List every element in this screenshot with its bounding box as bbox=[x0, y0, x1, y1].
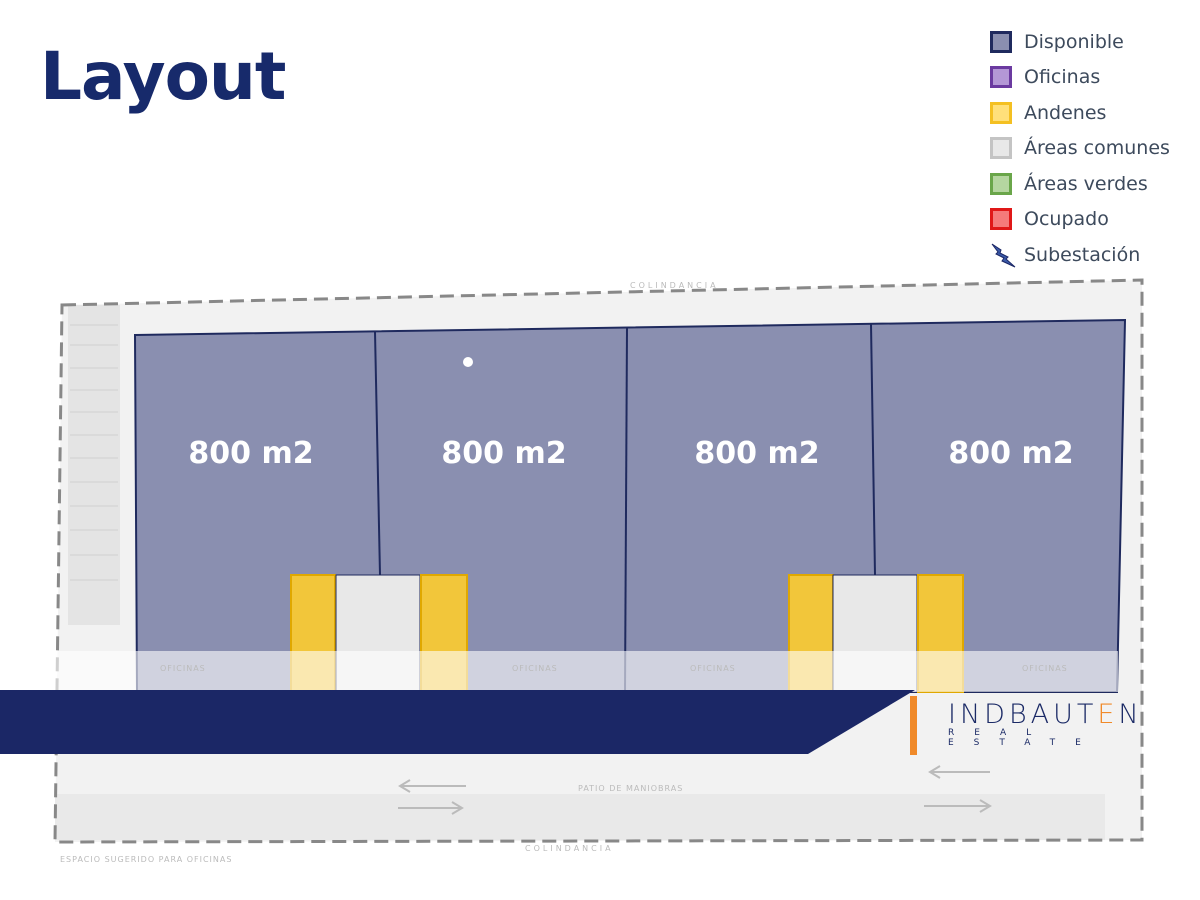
swatch-disponible bbox=[990, 30, 1012, 53]
legend-item-andenes: Andenes bbox=[990, 95, 1170, 131]
legend: Disponible Oficinas Andenes Áreas comune… bbox=[990, 24, 1170, 273]
brand-accent-bar bbox=[910, 696, 917, 755]
legend-label: Ocupado bbox=[1024, 208, 1109, 231]
legend-label: Disponible bbox=[1024, 30, 1124, 53]
legend-item-ocupado: Ocupado bbox=[990, 202, 1170, 238]
office-label: OFICINAS bbox=[512, 664, 558, 673]
parking-lines bbox=[70, 324, 118, 581]
legend-item-oficinas: Oficinas bbox=[990, 60, 1170, 96]
legend-label: Áreas comunes bbox=[1024, 137, 1170, 160]
logo-tagline: REAL ESTATE bbox=[948, 728, 1101, 748]
marker-dot bbox=[463, 357, 473, 367]
boundary-label-bottom: COLINDANCIA bbox=[525, 844, 614, 853]
legend-label: Subestación bbox=[1024, 243, 1141, 266]
traffic-arrows bbox=[398, 765, 992, 815]
unit-4[interactable]: 800 m2 bbox=[948, 436, 1073, 471]
legend-label: Oficinas bbox=[1024, 66, 1101, 89]
overlay-band bbox=[55, 651, 1118, 692]
boundary-label-top: COLINDANCIA bbox=[630, 281, 719, 290]
suggested-label: ESPACIO SUGERIDO PARA OFICINAS bbox=[60, 855, 232, 864]
legend-item-areas-verdes: Áreas verdes bbox=[990, 166, 1170, 202]
unit-area-label: 800 m2 bbox=[948, 436, 1073, 471]
office-label: OFICINAS bbox=[160, 664, 206, 673]
logo-text-accent: E bbox=[1097, 699, 1119, 730]
yard-lane bbox=[55, 794, 1105, 840]
brand-banner bbox=[0, 690, 915, 754]
unit-area-label: 800 m2 bbox=[694, 436, 819, 471]
legend-item-disponible: Disponible bbox=[990, 24, 1170, 60]
unit-area-label: 800 m2 bbox=[441, 436, 566, 471]
swatch-oficinas bbox=[990, 66, 1012, 89]
legend-label: Áreas verdes bbox=[1024, 172, 1148, 195]
unit-1[interactable]: 800 m2 bbox=[188, 436, 313, 471]
swatch-ocupado bbox=[990, 208, 1012, 231]
unit-area-label: 800 m2 bbox=[188, 436, 313, 471]
parking-strip bbox=[68, 305, 120, 625]
unit-3[interactable]: 800 m2 bbox=[694, 436, 819, 471]
legend-label: Andenes bbox=[1024, 101, 1107, 124]
unit-dividers bbox=[374, 323, 876, 693]
page-title: Layout bbox=[40, 38, 286, 115]
logo-text: INDBAUT bbox=[948, 699, 1098, 730]
legend-item-areas-comunes: Áreas comunes bbox=[990, 131, 1170, 167]
lightning-bolt-icon bbox=[991, 243, 1016, 268]
swatch-areas-comunes bbox=[990, 137, 1012, 160]
unit-2[interactable]: 800 m2 bbox=[441, 436, 566, 471]
swatch-areas-verdes bbox=[990, 172, 1012, 195]
units-block bbox=[133, 318, 1127, 693]
brand-logo: INDBAUTEN REAL ESTATE bbox=[948, 699, 1200, 749]
yard-label: PATIO DE MANIOBRAS bbox=[578, 784, 683, 793]
logo-text: N bbox=[1118, 699, 1143, 730]
office-label: OFICINAS bbox=[690, 664, 736, 673]
swatch-andenes bbox=[990, 101, 1012, 124]
office-label: OFICINAS bbox=[1022, 664, 1068, 673]
legend-item-subestacion: Subestación bbox=[990, 237, 1170, 273]
